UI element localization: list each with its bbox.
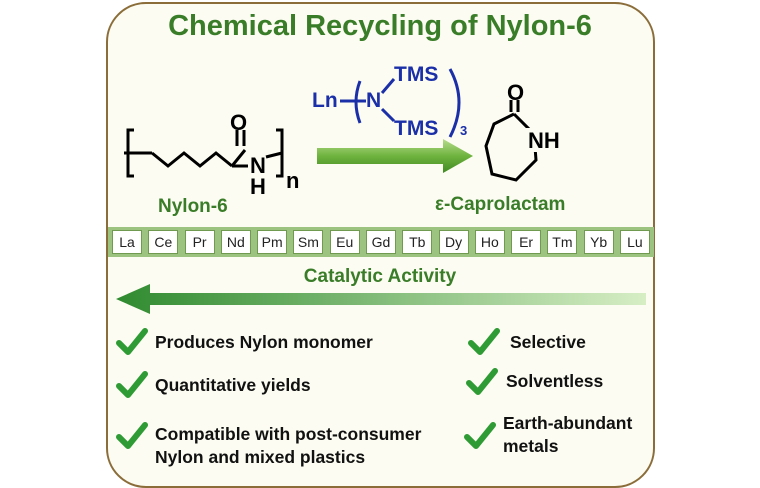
element-la: La	[112, 230, 142, 254]
catalytic-activity-label: Catalytic Activity	[303, 266, 457, 287]
check-icon	[466, 368, 498, 395]
element-pr: Pr	[184, 230, 215, 254]
element-yb: Yb	[583, 230, 614, 254]
check-icon	[116, 371, 148, 398]
diagram-title: Chemical Recycling of Nylon-6	[168, 10, 592, 42]
nitrogen-atom: N	[366, 89, 381, 112]
element-dy: Dy	[438, 230, 469, 254]
feature-quantitative-yields: Quantitative yields	[155, 375, 311, 395]
catalyst-structure: Ln N TMS TMS 3	[312, 63, 467, 140]
check-icon	[468, 328, 500, 355]
element-eu: Eu	[329, 230, 360, 254]
element-ce: Ce	[148, 230, 179, 254]
feature-solventless: Solventless	[506, 371, 604, 391]
tms-top-label: TMS	[394, 63, 438, 86]
repeat-subscript-n: n	[286, 168, 299, 193]
caprolactam-label: ε-Caprolactam	[435, 194, 566, 215]
check-icon	[116, 422, 148, 449]
element-pm: Pm	[257, 230, 288, 254]
element-sm: Sm	[293, 230, 324, 254]
feature-produces-monomer: Produces Nylon monomer	[155, 332, 373, 352]
element-gd: Gd	[365, 230, 396, 254]
metal-symbol: Ln	[312, 89, 338, 112]
check-icon	[464, 422, 496, 449]
element-tb: Tb	[402, 230, 433, 254]
lactam-oxygen-atom: O	[507, 82, 524, 105]
element-er: Er	[511, 230, 542, 254]
nylon-oxygen-atom: O	[230, 110, 247, 135]
feature-compatible-line-1: Compatible with post-consumer	[155, 424, 422, 444]
element-tm: Tm	[547, 230, 578, 254]
nylon-hydrogen-atom: H	[250, 174, 266, 198]
element-nd: Nd	[220, 230, 251, 254]
reaction-arrow	[317, 139, 473, 173]
tms-bottom-label: TMS	[394, 117, 438, 140]
nylon-nitrogen-atom: N	[250, 153, 266, 178]
caprolactam-structure: O NH	[484, 82, 562, 182]
feature-earth-abundant-line-1: Earth-abundant	[503, 413, 633, 433]
feature-selective: Selective	[510, 332, 586, 352]
activity-arrow	[116, 284, 646, 314]
lactam-nh-group: NH	[528, 128, 560, 153]
feature-earth-abundant-line-2: metals	[503, 436, 559, 456]
feature-compatible-line-2: Nylon and mixed plastics	[155, 447, 366, 467]
nylon-6-structure: O N H n	[124, 110, 299, 198]
check-icon	[116, 328, 148, 355]
element-ho: Ho	[474, 230, 505, 254]
ligand-count: 3	[460, 123, 467, 138]
nylon-6-label: Nylon-6	[158, 196, 228, 217]
element-lu: Lu	[619, 230, 650, 254]
